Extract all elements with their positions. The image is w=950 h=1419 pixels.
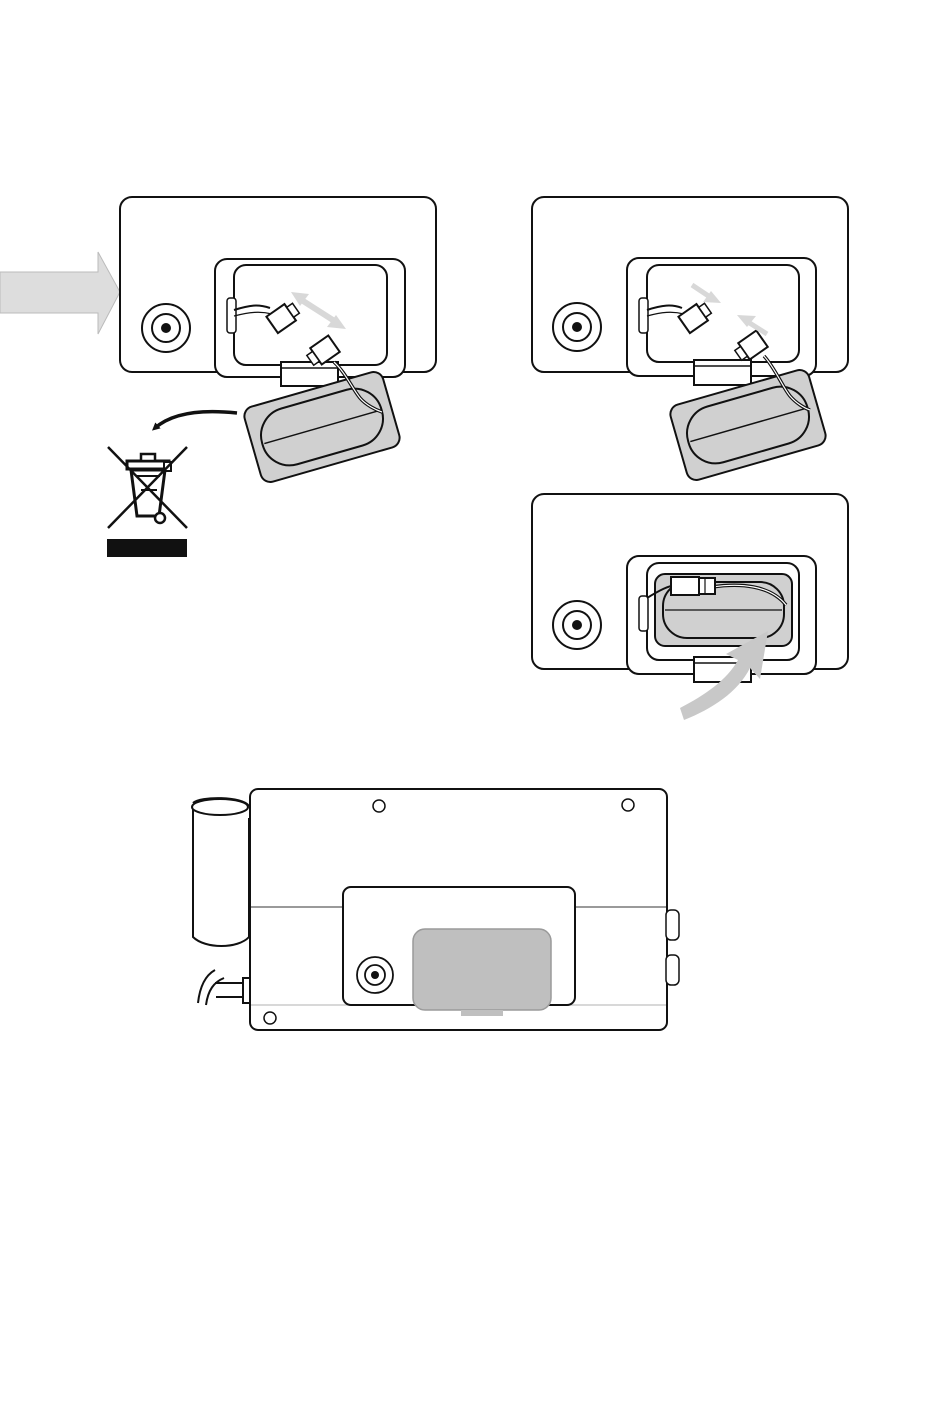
panel-insert-battery — [532, 494, 848, 720]
round-jack-icon — [142, 304, 190, 352]
weee-crossed-bin-icon — [107, 447, 187, 557]
old-battery-pack — [242, 370, 402, 485]
round-jack-icon — [553, 303, 601, 351]
screw-hole — [373, 800, 385, 812]
disposal-arrow — [155, 412, 237, 428]
panel-device-overview — [192, 789, 679, 1030]
panel-connect-new-battery — [532, 197, 848, 482]
compartment-tab — [694, 360, 751, 385]
round-jack-icon — [357, 957, 393, 993]
panel-remove-old-battery — [0, 197, 436, 557]
side-button[interactable] — [666, 910, 679, 940]
new-battery-pack — [668, 368, 828, 483]
compartment-tab — [281, 362, 338, 386]
battery-cover — [413, 929, 551, 1010]
push-arrow — [0, 252, 120, 334]
side-button[interactable] — [666, 955, 679, 985]
round-jack-icon — [553, 601, 601, 649]
screw-hole — [264, 1012, 276, 1024]
connected-connector — [671, 577, 715, 595]
screw-hole — [622, 799, 634, 811]
cable — [198, 970, 251, 1005]
cylinder-attachment — [192, 798, 249, 946]
